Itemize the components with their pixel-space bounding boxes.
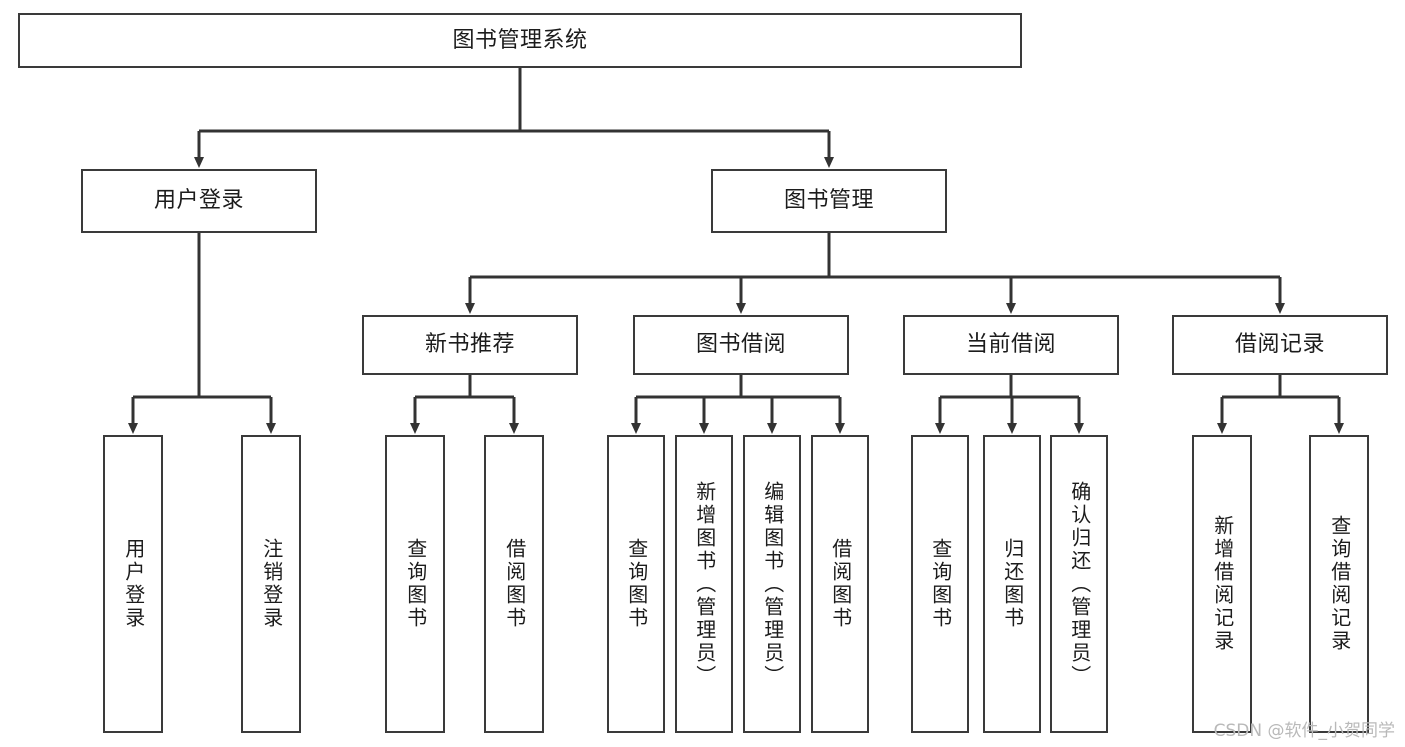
leaf-node-leaf-add-record[interactable]: 新增借阅记录 xyxy=(1192,435,1252,733)
leaf-node-leaf-borrow-book-2[interactable]: 借阅图书 xyxy=(811,435,869,733)
node-label: 查询借阅记录 xyxy=(1327,515,1352,653)
leaf-node-leaf-logout[interactable]: 注销登录 xyxy=(241,435,301,733)
leaf-node-leaf-query-record[interactable]: 查询借阅记录 xyxy=(1309,435,1369,733)
node-label: 借阅图书 xyxy=(502,538,527,630)
leaf-node-leaf-query-book-2[interactable]: 查询图书 xyxy=(607,435,665,733)
node-label: 图书管理系统 xyxy=(452,27,588,53)
watermark-label: CSDN @软件_小贺同学 xyxy=(1213,721,1395,741)
leaf-node-leaf-query-book-3[interactable]: 查询图书 xyxy=(911,435,969,733)
node-label: 编辑图书（管理员） xyxy=(760,480,785,688)
level3-node-borrow-record[interactable]: 借阅记录 xyxy=(1172,315,1388,375)
leaf-node-leaf-confirm-return[interactable]: 确认归还（管理员） xyxy=(1050,435,1108,733)
leaf-node-leaf-borrow-book-1[interactable]: 借阅图书 xyxy=(484,435,544,733)
leaf-node-leaf-edit-book[interactable]: 编辑图书（管理员） xyxy=(743,435,801,733)
level3-node-new-book-recommend[interactable]: 新书推荐 xyxy=(362,315,578,375)
node-label: 归还图书 xyxy=(1000,538,1025,630)
node-label: 新增图书（管理员） xyxy=(692,480,717,688)
node-label: 图书管理 xyxy=(783,188,874,214)
node-label: 图书借阅 xyxy=(695,332,786,358)
node-label: 注销登录 xyxy=(259,538,284,630)
node-label: 查询图书 xyxy=(403,538,428,630)
node-label: 新书推荐 xyxy=(424,332,515,358)
node-label: 借阅记录 xyxy=(1234,332,1325,358)
leaf-node-leaf-query-book-1[interactable]: 查询图书 xyxy=(385,435,445,733)
root-node-root[interactable]: 图书管理系统 xyxy=(18,13,1022,68)
level3-node-current-borrow[interactable]: 当前借阅 xyxy=(903,315,1119,375)
node-label: 用户登录 xyxy=(121,538,146,630)
leaf-node-leaf-return-book[interactable]: 归还图书 xyxy=(983,435,1041,733)
node-label: 用户登录 xyxy=(153,188,244,214)
node-label: 当前借阅 xyxy=(965,332,1056,358)
node-label: 借阅图书 xyxy=(828,538,853,630)
leaf-node-leaf-add-book[interactable]: 新增图书（管理员） xyxy=(675,435,733,733)
node-label: 新增借阅记录 xyxy=(1210,515,1235,653)
level2-node-user-login[interactable]: 用户登录 xyxy=(81,169,317,233)
edge-group xyxy=(128,68,1344,434)
leaf-node-leaf-user-login[interactable]: 用户登录 xyxy=(103,435,163,733)
level3-node-book-borrow[interactable]: 图书借阅 xyxy=(633,315,849,375)
level2-node-book-manage[interactable]: 图书管理 xyxy=(711,169,947,233)
node-label: 查询图书 xyxy=(624,538,649,630)
node-label: 查询图书 xyxy=(928,538,953,630)
node-label: 确认归还（管理员） xyxy=(1067,480,1092,688)
